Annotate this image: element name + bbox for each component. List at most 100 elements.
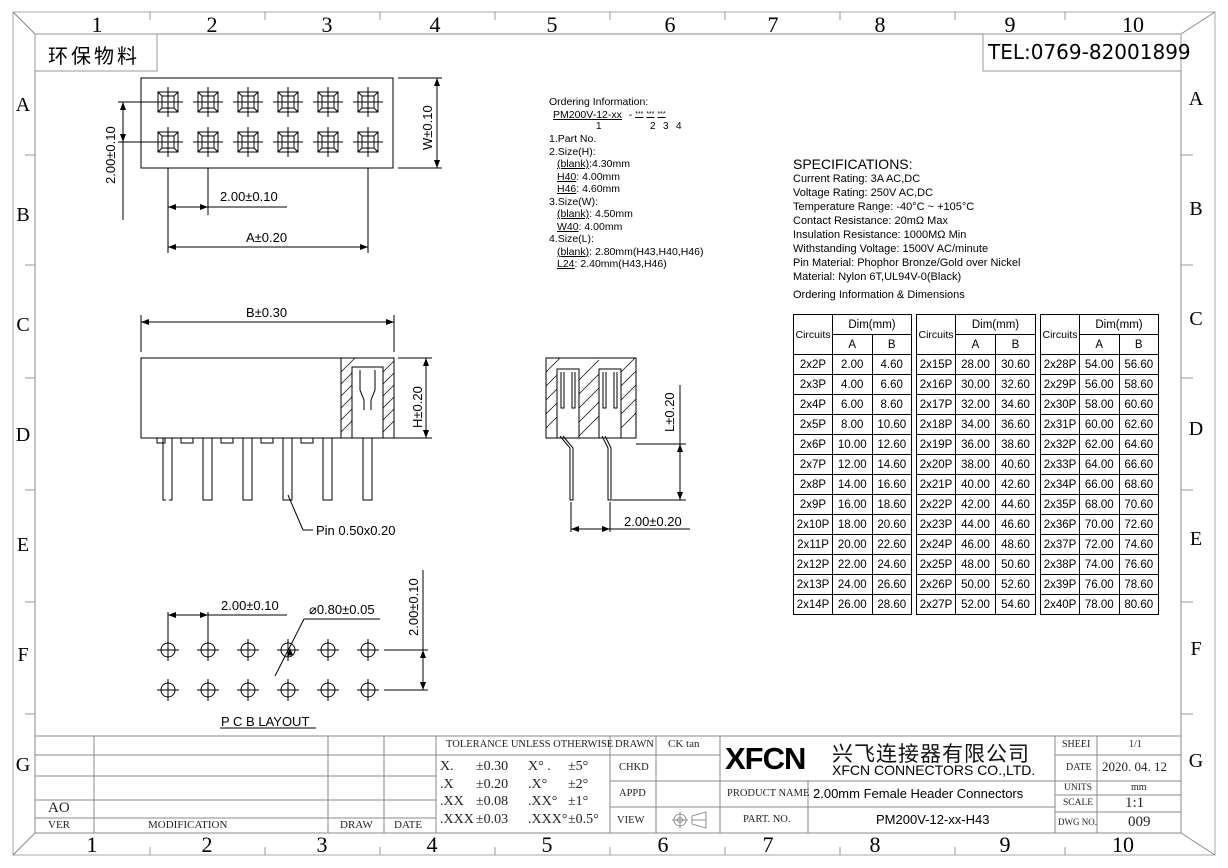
cell-dim-b: 34.60: [995, 394, 1036, 415]
sheet-value: 1/1: [1129, 739, 1142, 750]
zone-row-c-right: C: [1189, 308, 1203, 330]
cell-dim-b: 54.60: [995, 594, 1036, 615]
cell-dim-a: 50.00: [955, 574, 996, 595]
cell-dim-a: 46.00: [955, 534, 996, 555]
zone-col-2: 2: [206, 12, 218, 37]
cell-dim-b: 20.60: [871, 514, 912, 535]
cell-dim-a: 64.00: [1079, 454, 1120, 475]
cell-dim-b: 36.60: [995, 414, 1036, 435]
header-b: B: [995, 334, 1036, 355]
cell-circuits: 2x13P: [793, 574, 833, 595]
zone-col-1: 1: [91, 12, 103, 37]
company-logo: XFCN: [725, 741, 806, 776]
cell-dim-b: 72.60: [1118, 514, 1159, 535]
cell-dim-a: 74.00: [1079, 554, 1120, 575]
tol-format: .XX: [440, 794, 464, 809]
zone-col-10: 10: [1122, 12, 1144, 37]
cell-circuits: 2x25P: [916, 554, 956, 575]
dwg-no-value: 009: [1128, 814, 1151, 830]
zone-col-2-bottom: 2: [201, 832, 213, 857]
zone-row-a-right: A: [1188, 88, 1204, 110]
cell-circuits: 2x28P: [1040, 354, 1080, 375]
zone-col-7-bottom: 7: [762, 832, 774, 857]
cell-circuits: 2x7P: [793, 454, 833, 475]
company-name-en: XFCN CONNECTORS CO.,LTD.: [832, 762, 1036, 778]
scale-value: 1:1: [1125, 795, 1145, 811]
cell-dim-b: 30.60: [995, 354, 1036, 375]
modification-label: MODIFICATION: [148, 819, 228, 831]
dim-w: W±0.10: [420, 105, 435, 150]
zone-col-6: 6: [664, 12, 676, 37]
tol-value: ±0.03: [476, 811, 509, 827]
cell-dim-b: 42.60: [995, 474, 1036, 495]
dim-row-pitch: 2.00±0.10: [103, 126, 118, 184]
cell-circuits: 2x31P: [1040, 414, 1080, 435]
ordering-line: 2.Size(H):: [549, 145, 596, 158]
option-value: : 4.60mm: [576, 183, 621, 195]
zone-row-e-right: E: [1189, 528, 1203, 550]
cell-circuits: 2x3P: [793, 374, 833, 395]
zone-col-4: 4: [429, 12, 441, 37]
cell-dim-b: 24.60: [871, 554, 912, 575]
tol-value: ±0.08: [476, 794, 509, 809]
cell-dim-a: 32.00: [955, 394, 996, 415]
cell-circuits: 2x9P: [793, 494, 833, 515]
drawn-label: DRAWN: [615, 739, 654, 750]
header-a: A: [955, 334, 996, 355]
zone-col-1-bottom: 1: [86, 832, 98, 857]
pcb-col-pitch: 2.00±0.10: [221, 598, 279, 613]
cell-circuits: 2x5P: [793, 414, 833, 435]
cell-dim-b: 56.60: [1118, 354, 1159, 375]
cell-dim-b: 18.60: [871, 494, 912, 515]
header-b: B: [1118, 334, 1159, 355]
ver-label: VER: [48, 819, 70, 831]
cell-circuits: 2x39P: [1040, 574, 1080, 595]
spec-item: Material: Nylon 6T,UL94V-0(Black): [793, 271, 962, 283]
part-no: PM200V-12-xx-H43: [876, 812, 990, 827]
cell-dim-a: 30.00: [955, 374, 996, 395]
zone-col-3-bottom: 3: [316, 832, 328, 857]
zone-col-5-bottom: 5: [541, 832, 553, 857]
spec-item: Voltage Rating: 250V AC,DC: [793, 187, 934, 199]
company-name-cn: 兴飞连接器有限公司: [832, 742, 1030, 766]
cell-circuits: 2x14P: [793, 594, 833, 615]
dim-b: B±0.30: [246, 305, 288, 320]
field-num-1: 1: [596, 121, 602, 132]
cell-dim-b: 6.60: [871, 374, 912, 395]
ordering-line: 3.Size(W):: [549, 195, 599, 208]
zone-row-b: B: [16, 204, 30, 226]
cell-dim-a: 38.00: [955, 454, 996, 475]
zone-row-g-right: G: [1188, 750, 1204, 772]
header-circuits: Circuits: [916, 314, 956, 355]
zone-col-8: 8: [874, 12, 886, 37]
zone-row-e: E: [16, 534, 30, 556]
cell-dim-a: 76.00: [1079, 574, 1120, 595]
draw-label: DRAW: [340, 819, 373, 831]
cell-circuits: 2x16P: [916, 374, 956, 395]
zone-row-g: G: [15, 754, 31, 776]
cell-dim-a: 60.00: [1079, 414, 1120, 435]
option-key: (blank): [557, 158, 590, 170]
field-num-2: 2: [650, 121, 656, 132]
pcb-row-pitch: 2.00±0.10: [406, 578, 421, 636]
suffix-separator: -: [628, 108, 633, 121]
tol-format: X.: [440, 759, 454, 774]
cell-dim-a: 48.00: [955, 554, 996, 575]
field-num-4: 4: [676, 121, 682, 132]
cell-dim-b: 78.60: [1118, 574, 1159, 595]
cell-dim-b: 62.60: [1118, 414, 1159, 435]
approved-label: APPD: [619, 788, 646, 799]
cell-circuits: 2x37P: [1040, 534, 1080, 555]
header-circuits: Circuits: [793, 314, 833, 355]
